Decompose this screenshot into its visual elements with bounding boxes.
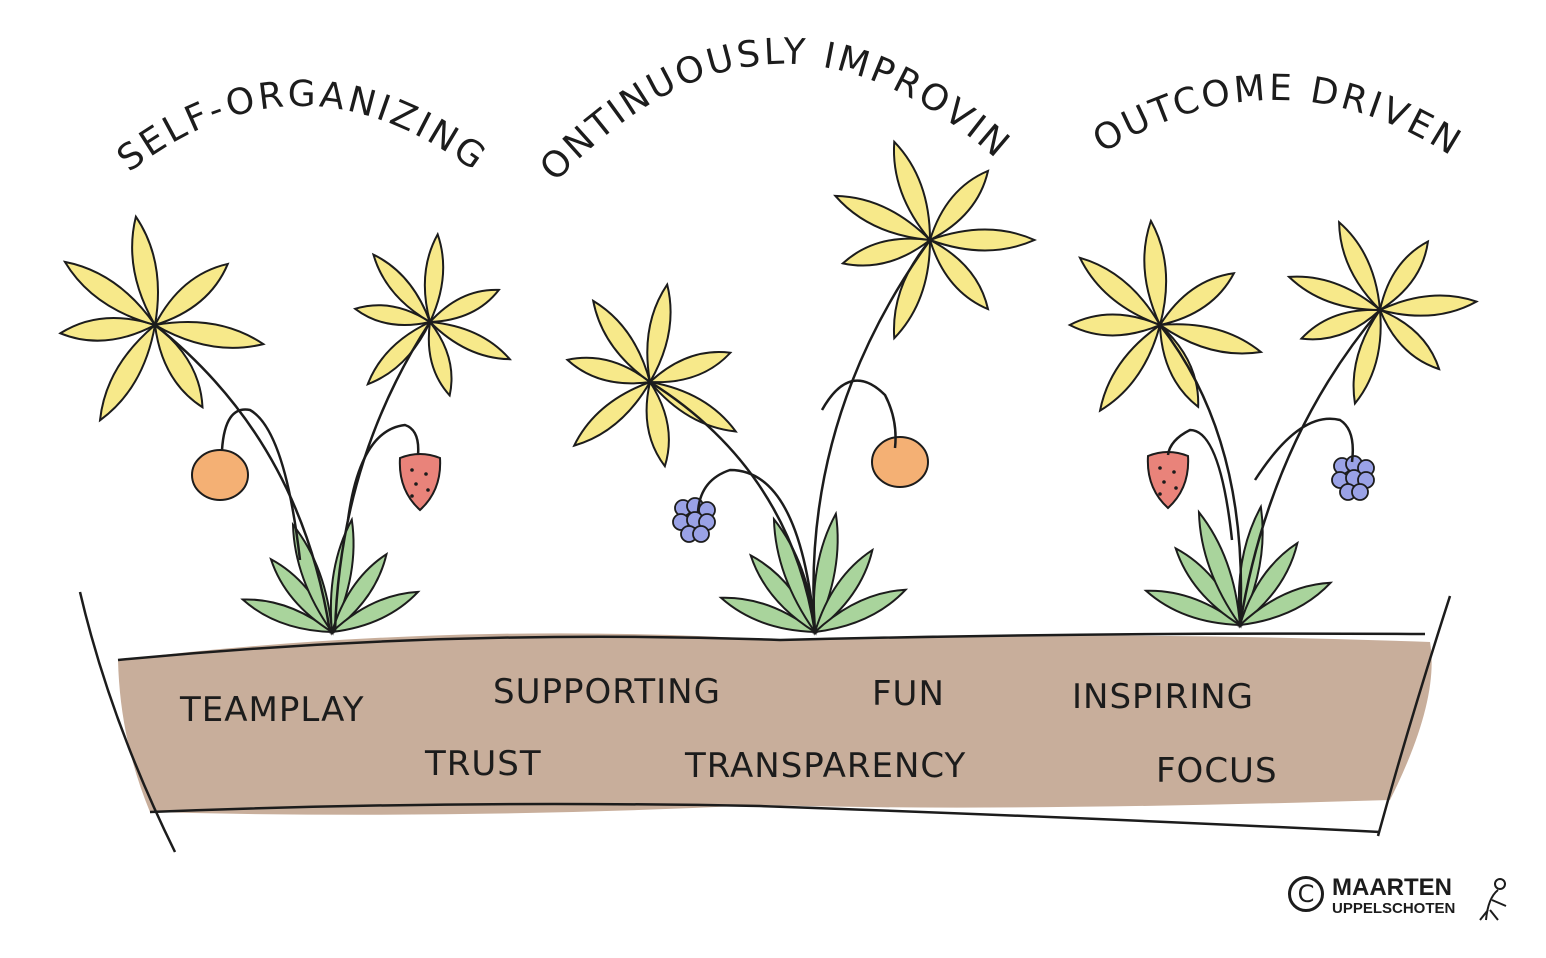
petal [131, 214, 160, 328]
petal [1157, 323, 1264, 355]
seed [1172, 470, 1176, 474]
leaf [718, 596, 819, 634]
strawberry-icon [1146, 451, 1190, 510]
seed [424, 472, 428, 476]
petal [565, 356, 653, 385]
petal [1338, 220, 1382, 313]
copyright-icon: C [1288, 876, 1324, 912]
credit-name-line2: UPPELSCHOTEN [1332, 900, 1456, 917]
petal [645, 379, 670, 469]
value-transparency: TRANSPARENCY [685, 746, 967, 786]
petal [1158, 322, 1200, 409]
petal [353, 304, 433, 327]
petal [1143, 218, 1168, 328]
petal [1157, 271, 1236, 327]
value-trust: TRUST [425, 744, 542, 784]
flower-icon [565, 282, 738, 469]
value-fun: FUN [872, 674, 945, 714]
seed [426, 488, 430, 492]
leaf [1237, 581, 1334, 627]
leaf-cluster [718, 510, 909, 636]
petal [1378, 308, 1441, 371]
petal [927, 228, 1037, 252]
artist-credit: C MAARTEN UPPELSCHOTEN [1288, 874, 1518, 922]
berry-cluster-icon [1331, 455, 1375, 501]
seed [410, 494, 414, 498]
flower-icon [1067, 218, 1264, 413]
leaf [240, 598, 336, 634]
flower-icon [353, 231, 512, 398]
soil-fill [118, 633, 1432, 815]
seed [1158, 492, 1162, 496]
petal [928, 238, 990, 311]
orange-fruit-icon [871, 436, 929, 488]
petal [152, 320, 266, 349]
petal [58, 317, 158, 342]
petal [427, 319, 453, 398]
leaf-cluster [240, 516, 421, 636]
leaf [329, 590, 421, 634]
leaf [1197, 509, 1242, 629]
flower-icon [58, 214, 266, 423]
berry [692, 525, 710, 543]
soil-planter [78, 591, 1452, 853]
petal [98, 322, 157, 423]
petal [1098, 322, 1162, 413]
leaf [330, 551, 389, 635]
orange-fruit-icon [191, 449, 249, 501]
leaf [813, 547, 874, 635]
plants [58, 139, 1479, 636]
leaf [812, 588, 909, 634]
leaf [1143, 589, 1244, 627]
petal [1286, 275, 1383, 312]
petal [153, 262, 230, 327]
petal [371, 252, 432, 325]
petal [62, 260, 158, 327]
petal [1378, 239, 1430, 313]
heading-outcome-driven: OUTCOME DRIVEN [1086, 68, 1469, 165]
seed [410, 468, 414, 472]
value-teamplay: TEAMPLAY [180, 690, 365, 730]
leaf [1238, 540, 1299, 628]
petal [928, 169, 990, 242]
petal [646, 282, 672, 385]
petal [647, 380, 738, 433]
petal [153, 322, 204, 410]
value-supporting: SUPPORTING [493, 672, 721, 712]
seed [1162, 480, 1166, 484]
value-inspiring: INSPIRING [1072, 677, 1255, 717]
petal [833, 194, 933, 242]
berry [1351, 483, 1369, 501]
petal [647, 351, 733, 384]
seed [1174, 486, 1178, 490]
heading-self-organizing: SELF-ORGANIZING [110, 74, 495, 180]
strawberry-body [398, 453, 442, 512]
petal [1078, 256, 1163, 327]
petal [1067, 313, 1163, 337]
petal [423, 231, 445, 325]
flower-icon [833, 139, 1037, 341]
petal [591, 298, 652, 385]
credit-name-line1: MAARTEN [1332, 874, 1452, 901]
figure-icon [1479, 878, 1507, 921]
petal [1299, 308, 1383, 341]
value-focus: FOCUS [1156, 751, 1278, 791]
berry-cluster-icon [672, 497, 716, 543]
leaf [291, 521, 334, 636]
leaf [772, 516, 817, 636]
flower-icon [1286, 220, 1479, 406]
petal [427, 320, 512, 361]
seed [1158, 466, 1162, 470]
petal [572, 380, 653, 448]
petal [840, 237, 933, 267]
strawberry-body [1146, 451, 1190, 510]
petal [427, 288, 501, 324]
stems [154, 239, 1381, 633]
petal [1352, 307, 1382, 406]
petal [892, 139, 932, 243]
strawberry-icon [398, 453, 442, 512]
petal [1377, 294, 1479, 317]
seed [414, 482, 418, 486]
